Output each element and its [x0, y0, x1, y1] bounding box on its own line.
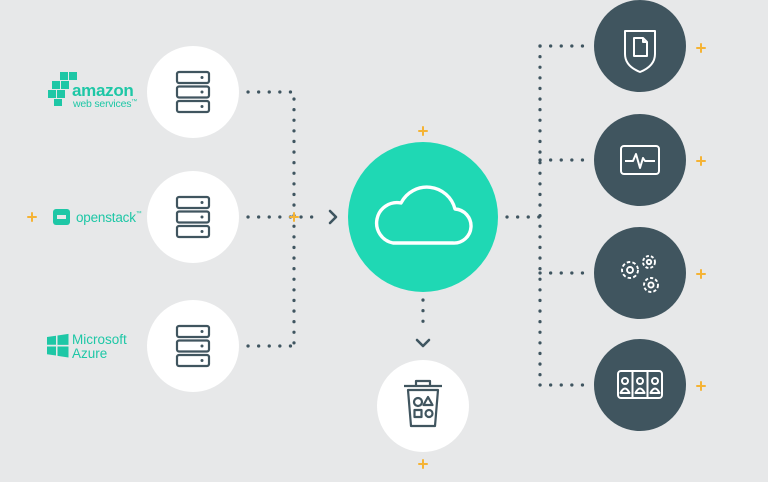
plus-icon[interactable]: [696, 43, 706, 53]
azure-logo-text-line2: Azure: [72, 346, 108, 361]
output-node-users: [594, 339, 686, 431]
aws-logo-text: amazon: [72, 81, 134, 100]
plus-markers: [27, 43, 706, 469]
plus-icon[interactable]: [289, 212, 299, 222]
source-node-openstack: [147, 171, 239, 263]
plus-icon[interactable]: [696, 269, 706, 279]
cloud-icon: [374, 185, 473, 245]
plus-icon[interactable]: [418, 459, 428, 469]
server-stack-icon: [175, 70, 211, 114]
arrow-down-icon: [415, 338, 431, 348]
output-node-monitoring: [594, 114, 686, 206]
azure-logo-text-line1: Microsoft: [72, 332, 127, 347]
trash-shapes-icon: [404, 379, 442, 428]
output-node-automation: [594, 227, 686, 319]
plus-icon[interactable]: [27, 212, 37, 222]
aws-logo-subtitle: web services™: [73, 98, 138, 110]
cloud-hub-node: [348, 142, 498, 292]
openstack-logo-text: openstack™: [76, 210, 142, 225]
aws-cubes-logo-icon: [48, 72, 77, 106]
connector-aws: [246, 90, 296, 348]
openstack-logo-icon: [53, 209, 70, 225]
server-stack-icon: [175, 324, 211, 368]
plus-icon[interactable]: [418, 126, 428, 136]
plus-icon[interactable]: [696, 381, 706, 391]
arrow-right-icon: [328, 209, 338, 225]
source-node-aws: [147, 46, 239, 138]
shield-document-icon: [624, 30, 656, 73]
plus-icon[interactable]: [696, 156, 706, 166]
aws-trademark: ™: [131, 99, 138, 105]
server-stack-icon: [175, 195, 211, 239]
output-node-security: [594, 0, 686, 92]
openstack-trademark: ™: [135, 211, 142, 217]
sink-node: [377, 360, 469, 452]
heartbeat-monitor-icon: [620, 145, 660, 175]
gears-icon: [621, 255, 659, 293]
users-panel-icon: [617, 370, 663, 399]
connector-lines: [246, 44, 590, 387]
source-node-azure: [147, 300, 239, 392]
windows-logo-icon: [47, 333, 69, 358]
